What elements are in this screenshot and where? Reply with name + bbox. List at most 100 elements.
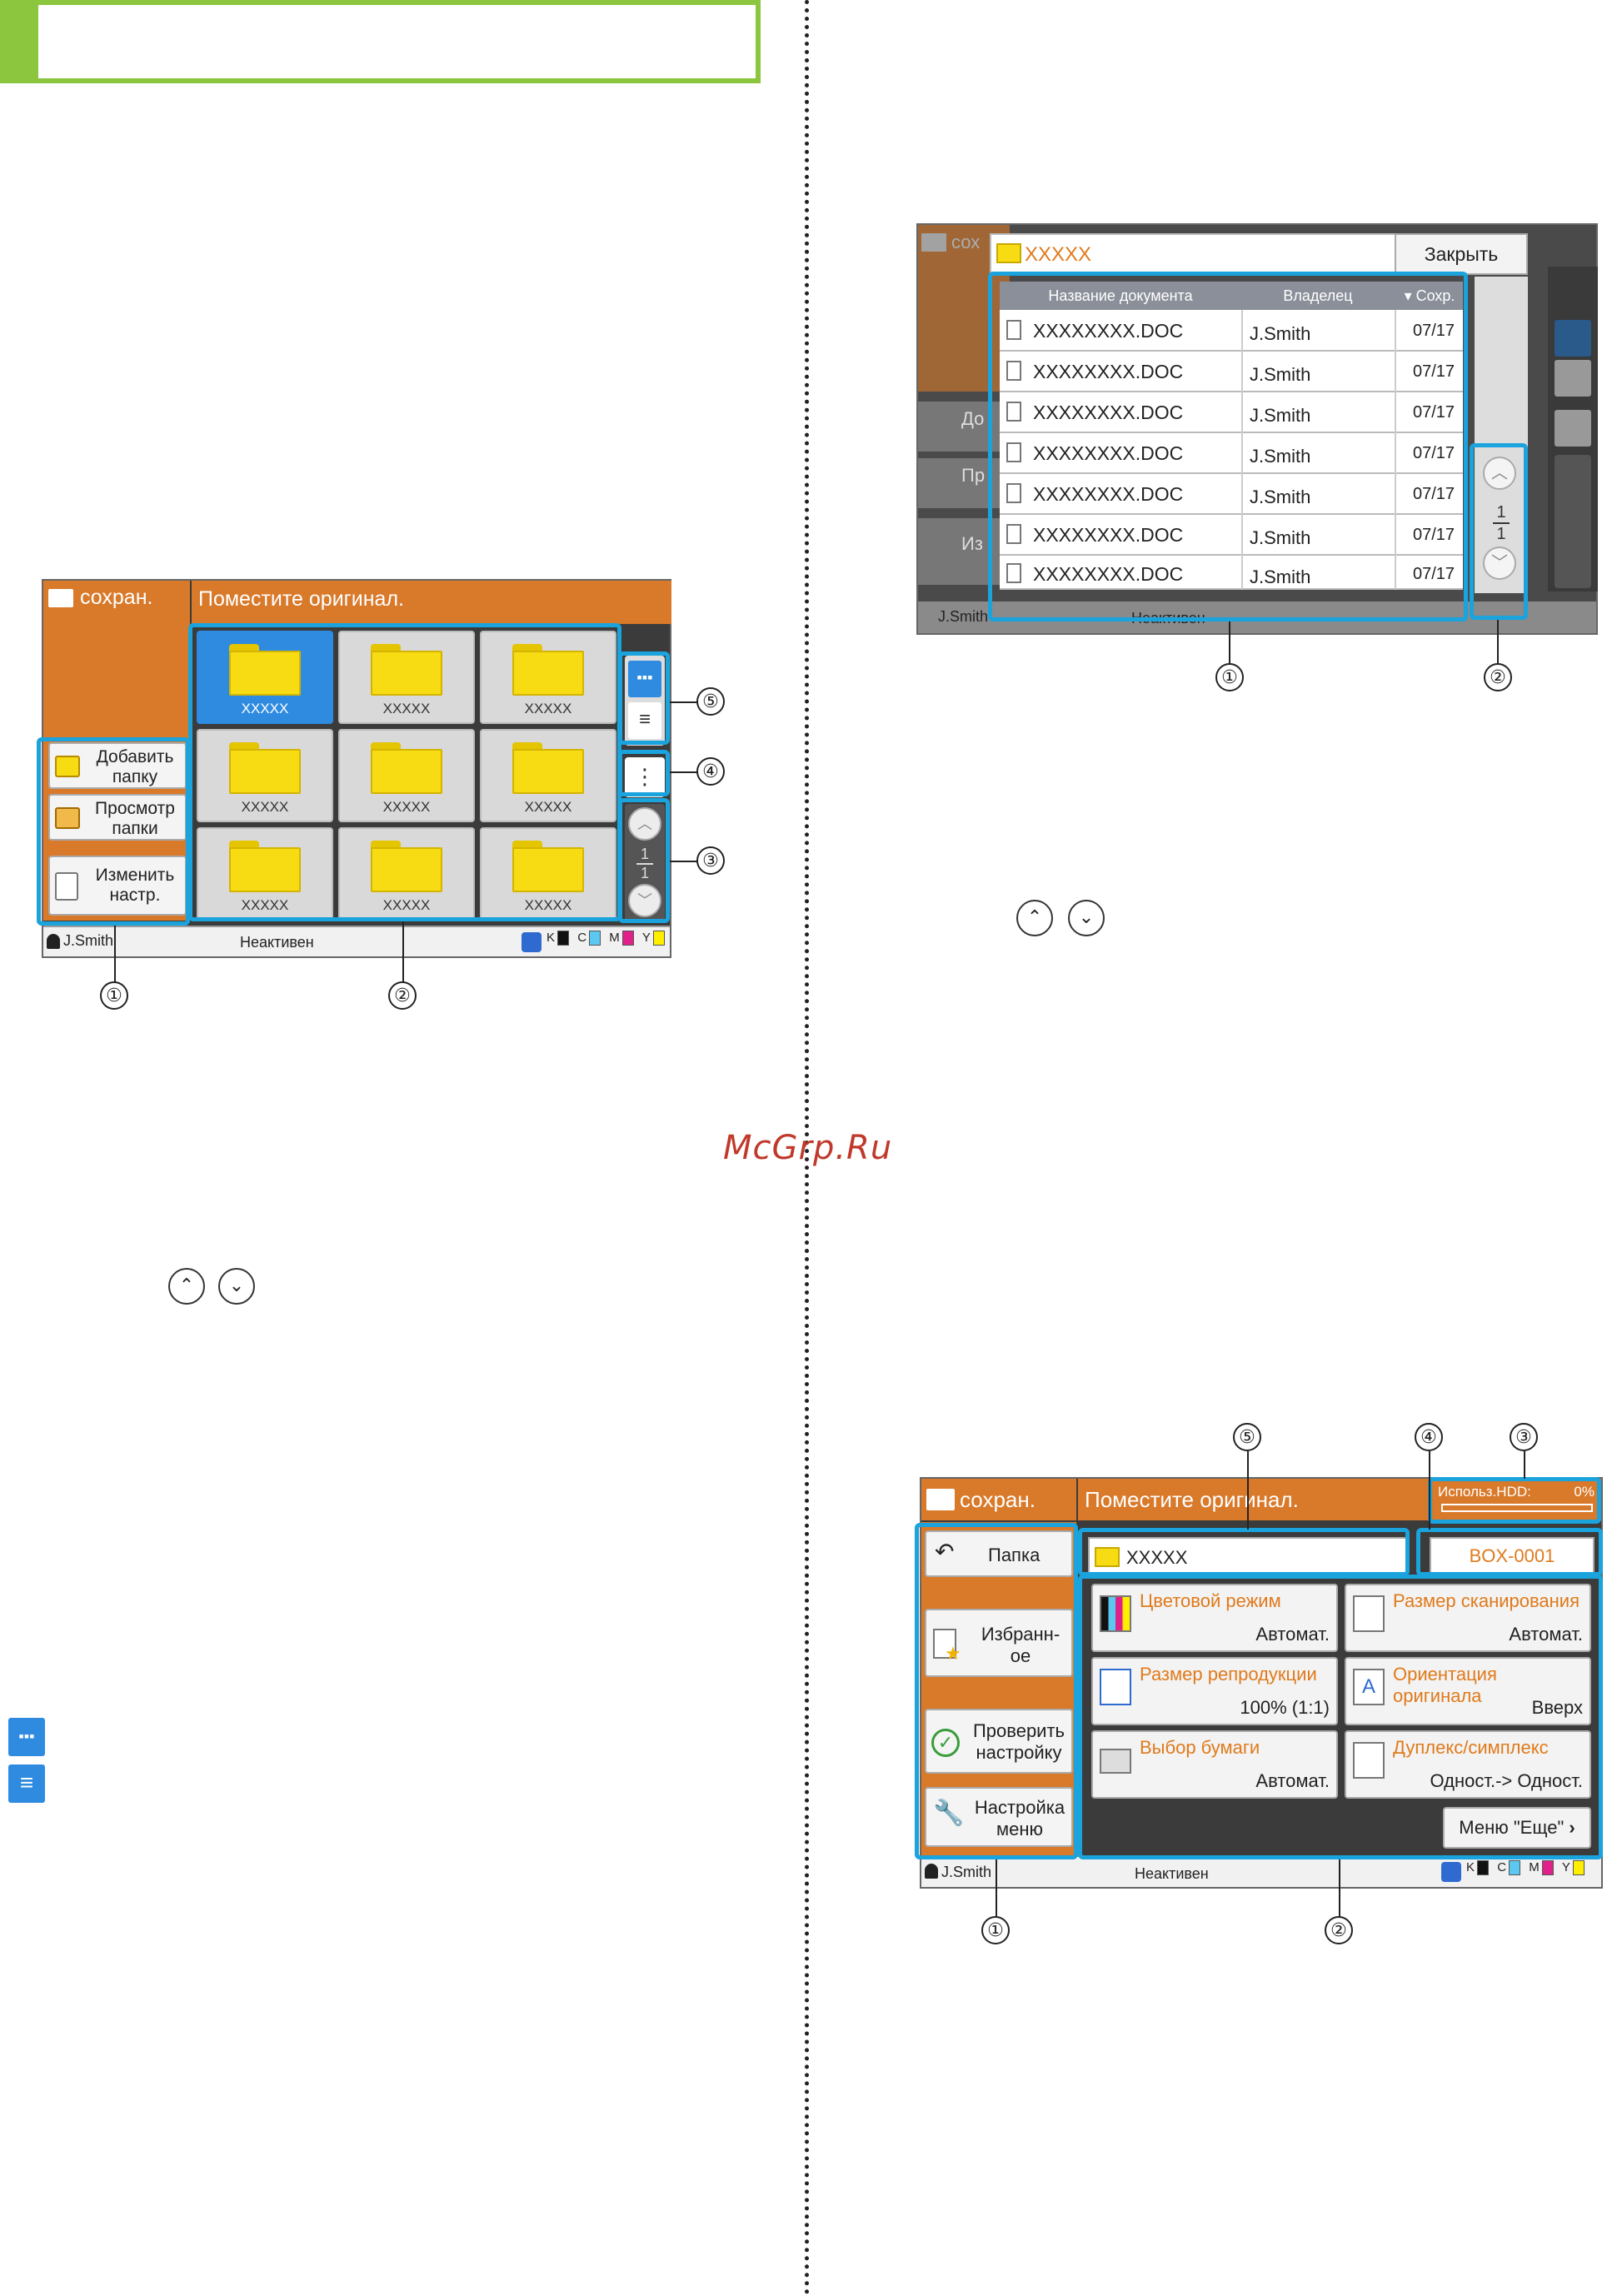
callout-number-2: ② [388, 981, 417, 1010]
function-title: Дуплекс/симплекс [1393, 1737, 1549, 1758]
callout-frame-5 [618, 651, 670, 745]
settings-doc-icon [55, 872, 78, 901]
bg-list-icon [1555, 360, 1591, 397]
user-icon [925, 1864, 938, 1879]
scroll-down-button[interactable]: ﹀ [628, 884, 661, 917]
callout-number-4: ④ [696, 757, 725, 786]
star-icon: ★ [945, 1643, 961, 1664]
function-title: Размер репродукции [1140, 1664, 1317, 1685]
callout-frame-3 [618, 798, 670, 923]
document-icon [1006, 483, 1021, 503]
doc-name: XXXXXXXX.DOC [1033, 442, 1184, 464]
folder-tile[interactable]: XXXXX [480, 631, 616, 724]
folder-label: XXXXX [524, 701, 572, 716]
scroll-down-button[interactable]: ﹀ [1483, 547, 1516, 580]
leader-line [1524, 1451, 1525, 1479]
callout-number-3: ③ [1510, 1423, 1538, 1451]
watermark: McGrp.Ru [723, 1129, 893, 1167]
box-field-value: BOX-0001 [1469, 1545, 1555, 1566]
doc-owner: J.Smith [1250, 364, 1311, 385]
favorites-label: Избранн-ое [981, 1624, 1061, 1666]
more-menu-button[interactable]: Меню "Еще" › [1443, 1807, 1591, 1849]
doc-date: 07/17 [1413, 565, 1455, 583]
function-value: Автомат. [1255, 1624, 1330, 1645]
bg-user: J.Smith [938, 608, 989, 625]
ink-black [557, 931, 570, 946]
folder-icon [1095, 1547, 1120, 1567]
bg-right-panel [1548, 267, 1598, 591]
doc-date: 07/17 [1413, 403, 1455, 422]
column-header[interactable]: Владелец [1283, 287, 1353, 304]
folder-label: XXXXX [524, 799, 572, 815]
callout-number-2: ② [1484, 663, 1512, 691]
folder-field[interactable]: XXXXX [1088, 1537, 1408, 1575]
submenu-icon[interactable]: ⋮ [625, 757, 665, 797]
folder-tile[interactable]: XXXXX [197, 631, 333, 724]
folder-tile[interactable]: XXXXX [338, 729, 475, 822]
callout-frame-3 [1428, 1477, 1601, 1524]
bg-left-label: Из [961, 533, 983, 554]
column-header[interactable]: Название документа [1048, 287, 1193, 304]
status-text: Неактивен [1135, 1865, 1209, 1882]
favorites-button[interactable]: ★ Избранн-ое [925, 1609, 1073, 1677]
page-total: 1 [640, 865, 649, 881]
leader-line [402, 921, 404, 993]
reproduction-size-button[interactable]: Размер репродукции 100% (1:1) [1091, 1657, 1338, 1725]
folder-button[interactable]: ↶ Папка [925, 1530, 1073, 1577]
page-divider-line [1493, 522, 1510, 524]
change-settings-button[interactable]: Изменить настр. [48, 856, 187, 916]
ink-yellow [652, 931, 665, 946]
list-view-icon[interactable]: ≡ [628, 702, 661, 739]
column-header[interactable]: ▾ Сохр. [1404, 287, 1455, 304]
callout-number-1: ① [981, 1916, 1010, 1944]
up-arrow-icon: ⌃ [168, 1268, 205, 1305]
check-settings-button[interactable]: ✓ Проверить настройку [925, 1709, 1073, 1774]
ink-cyan [1509, 1860, 1521, 1876]
callout-frame-1 [37, 737, 190, 926]
folder-tile[interactable]: XXXXX [480, 827, 616, 921]
change-settings-label: Изменить настр. [95, 866, 175, 905]
close-button[interactable]: Закрыть [1395, 233, 1528, 275]
folder-tile[interactable]: XXXXX [197, 729, 333, 822]
doc-name: XXXXXXXX.DOC [1033, 320, 1184, 342]
scroll-up-button[interactable]: ︿ [628, 807, 661, 841]
view-folder-button[interactable]: Просмотр папки [48, 794, 187, 841]
thumbnail-view-icon[interactable]: ▪▪▪ [628, 661, 661, 697]
add-folder-button[interactable]: Добавить папку [48, 742, 187, 789]
save-tab[interactable]: сохран. [43, 581, 190, 731]
folder-icon [371, 644, 442, 696]
function-value: 100% (1:1) [1240, 1697, 1330, 1718]
scroll-up-button[interactable]: ︿ [1483, 457, 1516, 490]
folder-tile[interactable]: XXXXX [338, 631, 475, 724]
save-tab-label: сохран. [960, 1487, 1036, 1512]
column-separator [1241, 310, 1243, 590]
folder-tile[interactable]: XXXXX [480, 729, 616, 822]
save-tab[interactable]: сохран. [921, 1479, 1076, 1520]
ink-label: M [609, 931, 620, 945]
message-bar: Поместите оригинал. [192, 581, 671, 624]
folder-label: XXXXX [241, 799, 289, 815]
document-icon [1006, 402, 1021, 422]
function-value: Одност.-> Одност. [1430, 1770, 1584, 1791]
folder-tile[interactable]: XXXXX [197, 827, 333, 921]
folder-tile[interactable]: XXXXX [338, 827, 475, 921]
menu-settings-button[interactable]: 🔧 Настройка меню [925, 1787, 1073, 1847]
ink-black [1477, 1860, 1490, 1876]
function-title: Выбор бумаги [1140, 1737, 1260, 1758]
list-view-icon: ≡ [8, 1764, 45, 1803]
bg-thumbnail-icon [1555, 320, 1591, 357]
doc-date: 07/17 [1413, 362, 1455, 381]
box-field[interactable]: BOX-0001 [1430, 1537, 1595, 1575]
